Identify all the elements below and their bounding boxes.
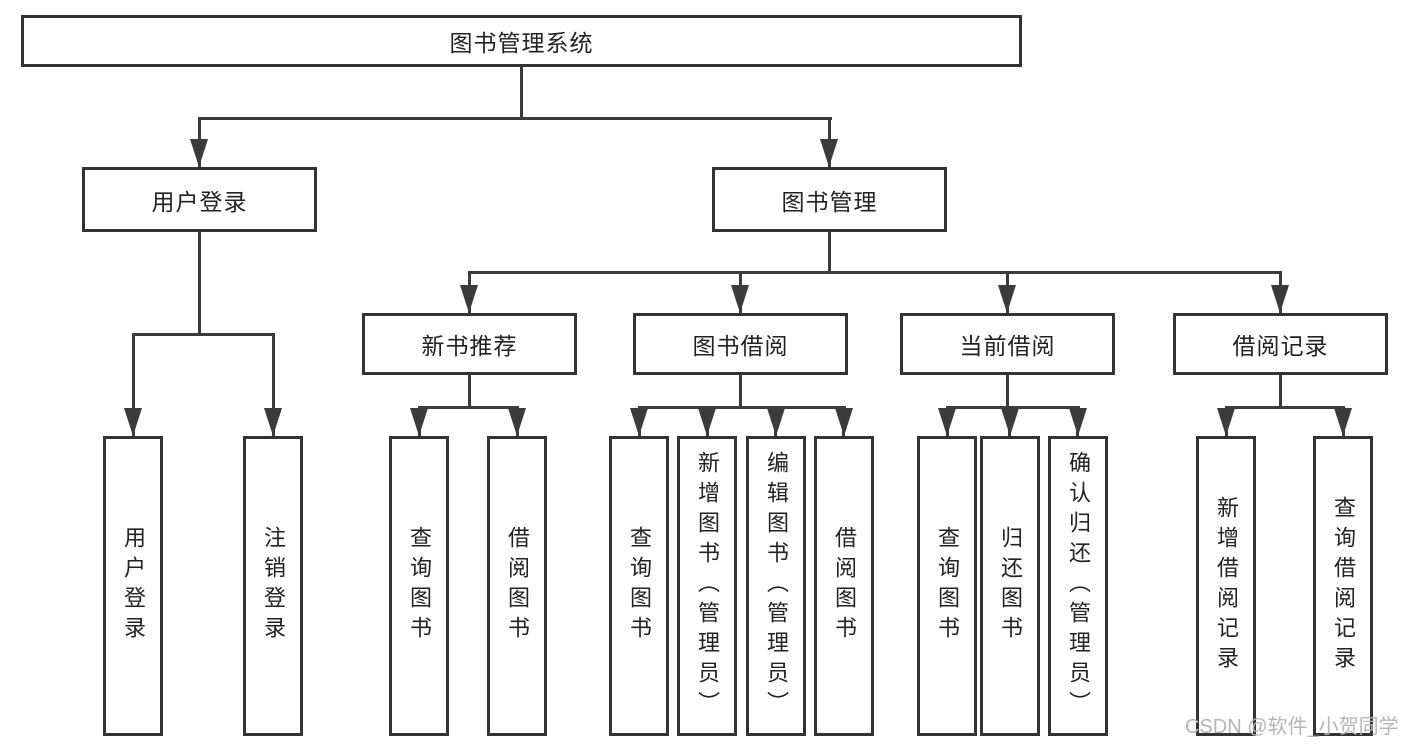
arrowhead-down-icon: [731, 285, 749, 313]
node-leaf-recommend-query-books-label: 查询图书: [407, 526, 432, 646]
arrowhead-down-icon: [460, 285, 478, 313]
connector-line: [520, 67, 523, 119]
node-leaf-query-borrow-record-label: 查询借阅记录: [1331, 496, 1356, 676]
connector-line: [468, 271, 1282, 274]
connector-line: [946, 406, 1080, 409]
node-leaf-return-books-label: 归还图书: [998, 526, 1023, 646]
node-leaf-logout-label: 注销登录: [261, 526, 286, 646]
connector-line: [1225, 406, 1345, 409]
arrowhead-down-icon: [124, 408, 142, 436]
connector-line: [1006, 375, 1009, 408]
connector-line: [198, 232, 201, 335]
connector-line: [198, 117, 832, 120]
connector-line: [638, 406, 846, 409]
connector-line: [1279, 375, 1282, 408]
arrowhead-down-icon: [1271, 285, 1289, 313]
node-leaf-borrow-query-books: 查询图书: [609, 436, 669, 736]
node-root-label: 图书管理系统: [449, 30, 594, 56]
connector-line: [272, 333, 275, 436]
arrowhead-down-icon: [410, 408, 428, 436]
arrowhead-down-icon: [938, 408, 956, 436]
node-leaf-current-query-books: 查询图书: [917, 436, 977, 736]
connector-line: [418, 406, 519, 409]
node-book-management: 图书管理: [712, 167, 947, 232]
node-leaf-recommend-query-books: 查询图书: [389, 436, 449, 736]
connector-line: [739, 375, 742, 408]
node-leaf-borrow-books: 借阅图书: [814, 436, 874, 736]
arrowhead-down-icon: [508, 408, 526, 436]
node-leaf-recommend-borrow-books: 借阅图书: [487, 436, 547, 736]
node-leaf-borrow-query-books-label: 查询图书: [627, 526, 652, 646]
node-leaf-logout: 注销登录: [243, 436, 303, 736]
node-book-management-label: 图书管理: [781, 188, 878, 215]
arrowhead-down-icon: [1001, 408, 1019, 436]
node-borrow-records: 借阅记录: [1173, 313, 1388, 375]
node-leaf-edit-books-admin: 编辑图书（管理员）: [746, 436, 806, 736]
node-leaf-add-borrow-record: 新增借阅记录: [1196, 436, 1256, 736]
arrowhead-down-icon: [264, 408, 282, 436]
arrowhead-down-icon: [1334, 408, 1352, 436]
node-book-borrow: 图书借阅: [633, 313, 848, 375]
node-user-login: 用户登录: [82, 167, 317, 232]
node-user-login-label: 用户登录: [151, 188, 248, 215]
arrowhead-down-icon: [820, 139, 838, 167]
node-leaf-edit-books-admin-label: 编辑图书（管理员）: [764, 451, 789, 721]
node-book-borrow-label: 图书借阅: [692, 333, 789, 359]
connector-line: [132, 333, 135, 436]
node-new-book-recommend-label: 新书推荐: [421, 333, 518, 359]
csdn-watermark: CSDN @软件_小贺同学: [1185, 716, 1399, 738]
node-new-book-recommend: 新书推荐: [362, 313, 577, 375]
node-leaf-query-borrow-record: 查询借阅记录: [1313, 436, 1373, 736]
arrowhead-down-icon: [835, 408, 853, 436]
arrowhead-down-icon: [190, 139, 208, 167]
node-leaf-add-books-admin: 新增图书（管理员）: [677, 436, 737, 736]
arrowhead-down-icon: [998, 285, 1016, 313]
node-leaf-borrow-books-label: 借阅图书: [832, 526, 857, 646]
node-borrow-records-label: 借阅记录: [1232, 333, 1329, 359]
arrowhead-down-icon: [698, 408, 716, 436]
connector-line: [132, 333, 275, 336]
node-leaf-recommend-borrow-books-label: 借阅图书: [505, 526, 530, 646]
arrowhead-down-icon: [1069, 408, 1087, 436]
node-leaf-add-books-admin-label: 新增图书（管理员）: [695, 451, 720, 721]
connector-line: [828, 232, 831, 274]
node-leaf-confirm-return-admin-label: 确认归还（管理员）: [1066, 451, 1091, 721]
node-leaf-add-borrow-record-label: 新增借阅记录: [1214, 496, 1239, 676]
node-current-borrow: 当前借阅: [900, 313, 1115, 375]
node-leaf-user-login: 用户登录: [103, 436, 163, 736]
node-leaf-return-books: 归还图书: [980, 436, 1040, 736]
arrowhead-down-icon: [1217, 408, 1235, 436]
node-leaf-current-query-books-label: 查询图书: [935, 526, 960, 646]
arrowhead-down-icon: [630, 408, 648, 436]
connector-line: [468, 375, 471, 408]
node-leaf-confirm-return-admin: 确认归还（管理员）: [1048, 436, 1108, 736]
node-leaf-user-login-label: 用户登录: [121, 526, 146, 646]
node-current-borrow-label: 当前借阅: [959, 333, 1056, 359]
node-root: 图书管理系统: [21, 15, 1022, 67]
arrowhead-down-icon: [767, 408, 785, 436]
